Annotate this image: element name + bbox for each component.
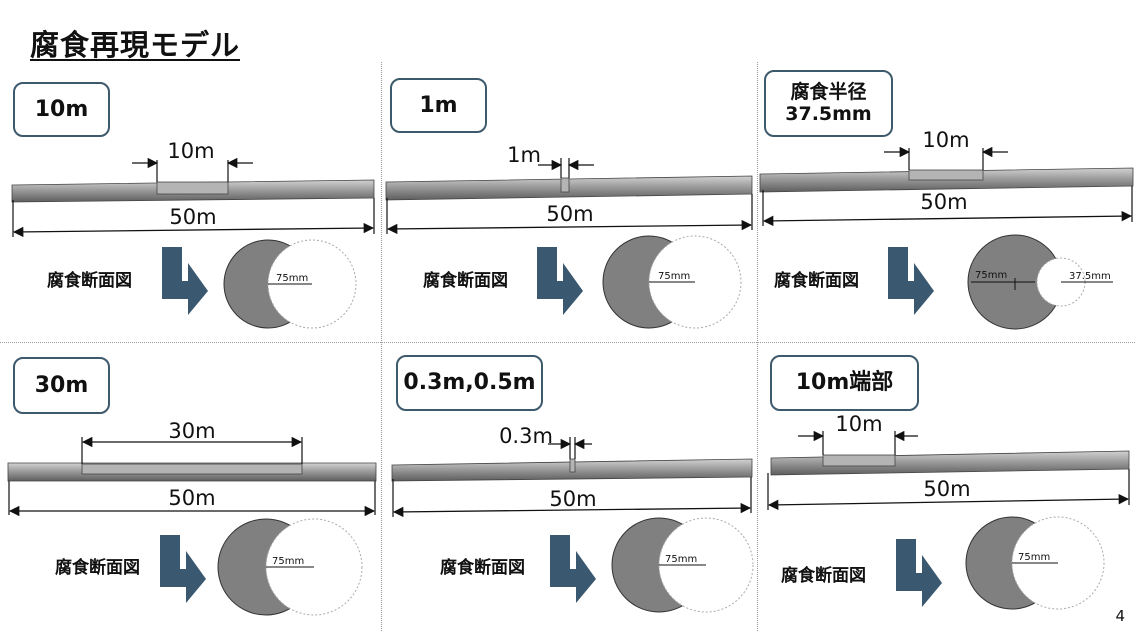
radius-label: 75mm (665, 554, 697, 565)
radius-label: 75mm (272, 556, 304, 567)
column-divider-2 (757, 62, 758, 631)
bent-arrow-icon (537, 247, 583, 315)
column-divider-1 (381, 62, 382, 631)
pipe-diagram: 10m 50m (759, 128, 1134, 227)
corrosion-length-label: 1m (507, 143, 541, 167)
corrosion-zone (81, 463, 303, 475)
panel-label: 腐食半径 37.5mm (764, 70, 893, 137)
corrosion-length-label: 30m (168, 419, 215, 443)
page-title: 腐食再現モデル (30, 28, 241, 62)
panel-label: 1m (390, 78, 487, 133)
panel-1m: 1m 1m 50m 腐食断面図 75mm (378, 62, 756, 347)
cross-section-diagram: 75mm (223, 239, 357, 329)
total-length-label: 50m (546, 202, 593, 226)
panel-label: 10m (13, 82, 110, 137)
pipe-diagram: 10m 50m (11, 139, 375, 238)
corrosion-zone (560, 177, 570, 193)
panel-label: 10m端部 (770, 355, 919, 411)
section-title: 腐食断面図 (55, 558, 140, 578)
total-length-label: 50m (169, 205, 216, 229)
total-length-label: 50m (549, 487, 596, 511)
total-length-label: 50m (168, 486, 215, 510)
radius-label: 75mm (975, 270, 1007, 281)
section-title: 腐食断面図 (781, 566, 866, 586)
cross-section-diagram: 75mm (217, 518, 363, 616)
section-title: 腐食断面図 (423, 271, 508, 291)
pipe-diagram: 10m 50m (767, 412, 1130, 511)
panel-label: 30m (13, 357, 110, 414)
pipe-diagram: 1m 50m (385, 143, 753, 235)
corrosion-radius-label: 37.5mm (1069, 271, 1111, 282)
page-number: 4 (1115, 607, 1125, 625)
panel-03m-05m: 0.3m,0.5m 0.3m 50m 腐食断面図 75mm (378, 345, 756, 630)
radius-label: 75mm (276, 273, 308, 284)
panel-corrosion-radius: 腐食半径 37.5mm 10m 50m 腐食断面図 75mm 37.5mm (757, 62, 1135, 347)
pipe-diagram: 30m 50m (7, 419, 377, 517)
cross-section-diagram: 75mm 37.5mm (967, 234, 1113, 330)
corrosion-zone (908, 169, 984, 181)
bent-arrow-icon (162, 247, 208, 315)
corrosion-length-label: 10m (922, 128, 969, 152)
bent-arrow-icon (896, 539, 942, 607)
corrosion-length-label: 10m (835, 412, 882, 436)
panel-10m-end: 10m端部 10m 50m 腐食断面図 75mm (757, 345, 1135, 630)
bent-arrow-icon (160, 535, 206, 603)
bent-arrow-icon (888, 247, 934, 315)
corrosion-length-label: 0.3m (499, 424, 553, 448)
radius-label: 75mm (1018, 552, 1050, 563)
corrosion-zone (569, 458, 576, 473)
total-length-label: 50m (923, 477, 970, 501)
panel-label: 0.3m,0.5m (396, 355, 543, 411)
pipe-diagram: 0.3m 50m (391, 424, 753, 518)
corrosion-zone (822, 454, 896, 467)
corrosion-length-label: 10m (167, 139, 214, 163)
row-divider (0, 342, 1135, 343)
radius-label: 75mm (658, 271, 690, 282)
section-title: 腐食断面図 (774, 271, 859, 291)
section-title: 腐食断面図 (440, 558, 525, 578)
section-title: 腐食断面図 (47, 271, 132, 291)
cross-section-diagram: 75mm (611, 517, 754, 613)
total-length-label: 50m (920, 190, 967, 214)
cross-section-diagram: 75mm (965, 516, 1105, 610)
cross-section-diagram: 75mm (602, 235, 742, 329)
panel-10m: 10m 10m 50m 腐食断面図 75mm (0, 62, 378, 347)
corrosion-zone (156, 181, 229, 195)
bent-arrow-icon (550, 535, 596, 603)
panel-30m: 30m 30m 50m 腐食断面図 75mm (0, 345, 378, 630)
